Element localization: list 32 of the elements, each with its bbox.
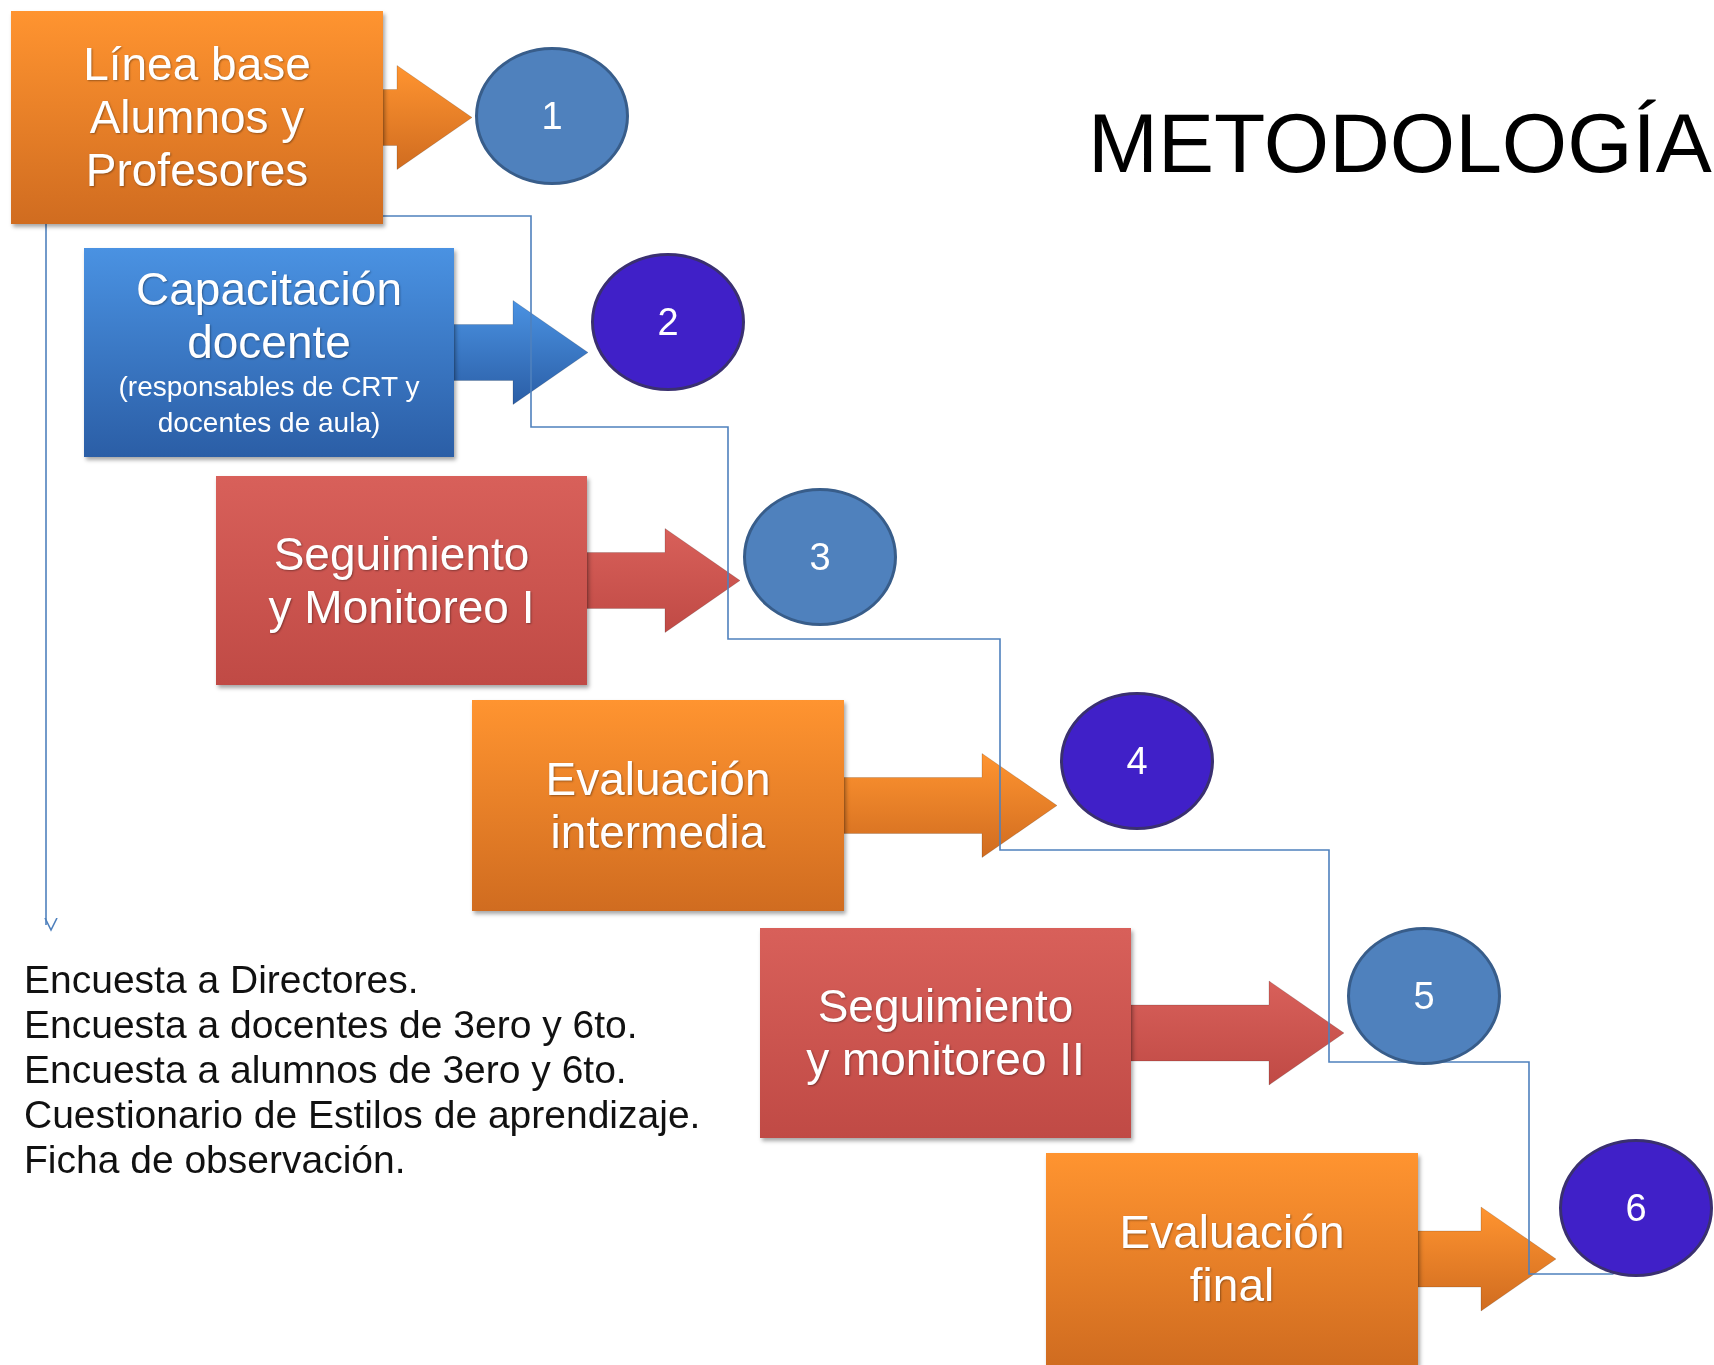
process-box xyxy=(11,11,383,224)
title: METODOLOGÍA xyxy=(1088,95,1712,192)
step-number: 4 xyxy=(1126,739,1148,783)
instrument-text: Ficha de observación. xyxy=(24,1137,407,1182)
process-box xyxy=(84,248,454,457)
block-arrow xyxy=(843,753,1058,858)
box-title: Línea base Alumnos y Profesores xyxy=(82,38,312,197)
process-box xyxy=(472,700,844,911)
step-number: 6 xyxy=(1625,1186,1647,1230)
box-title: Seguimiento y Monitoreo I xyxy=(267,527,536,634)
instrument-text: Cuestionario de Estilos de aprendizaje. xyxy=(24,1092,701,1137)
box-title: Capacitación docente xyxy=(135,263,403,369)
instrument-text: Encuesta a docentes de 3ero y 6to. xyxy=(24,1002,639,1047)
step-number: 1 xyxy=(541,94,563,138)
block-arrow xyxy=(453,300,589,405)
box-title: Evaluación final xyxy=(1118,1206,1346,1312)
arrow xyxy=(44,223,58,931)
block-arrow xyxy=(1417,1206,1557,1312)
block-arrow xyxy=(586,528,741,633)
process-box xyxy=(216,476,587,685)
block-arrow xyxy=(1130,980,1345,1086)
process-box xyxy=(760,928,1131,1138)
box-title: Evaluación intermedia xyxy=(544,752,772,859)
step-number: 5 xyxy=(1413,974,1435,1018)
instrument-text: Encuesta a alumnos de 3ero y 6to. xyxy=(24,1047,628,1092)
step-number: 2 xyxy=(657,300,679,344)
step-number: 3 xyxy=(809,535,831,579)
process-box xyxy=(1046,1153,1418,1365)
box-subtitle: (responsables de CRT y docentes de aula) xyxy=(117,370,421,441)
instrument-text: Encuesta a Directores. xyxy=(24,957,420,1002)
box-title: Seguimiento y monitoreo II xyxy=(805,980,1086,1086)
block-arrow xyxy=(382,65,473,170)
